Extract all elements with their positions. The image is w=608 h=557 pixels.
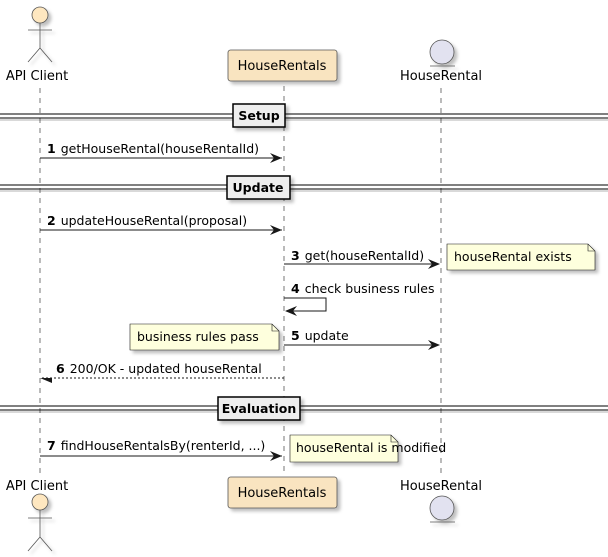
entity-houserental-bottom[interactable]: HouseRental: [400, 479, 482, 523]
note-houserental-exists: houseRental exists: [446, 243, 596, 271]
divider-setup: Setup: [0, 103, 608, 128]
participant-label: HouseRentals: [238, 59, 327, 74]
note-houserental-is-modified: houseRental is modified: [289, 434, 446, 463]
note-text: houseRental exists: [454, 249, 572, 264]
divider-title: Setup: [238, 108, 279, 123]
participant-label: HouseRentals: [238, 486, 327, 501]
divider-title: Evaluation: [222, 401, 297, 416]
arrowhead-icon: [270, 225, 282, 235]
participant-label: API Client: [6, 479, 68, 494]
entity-houserental-top[interactable]: HouseRental: [400, 39, 482, 84]
divider-evaluation: Evaluation: [0, 396, 608, 421]
note-text: houseRental is modified: [296, 440, 446, 455]
arrowhead-icon: [428, 340, 440, 350]
participant-houserentals-top[interactable]: HouseRentals: [227, 49, 338, 82]
entity-icon: [429, 495, 455, 523]
entity-icon: [429, 39, 455, 67]
participant-label: HouseRental: [400, 69, 482, 84]
arrowhead-icon: [270, 153, 282, 163]
arrowhead-icon: [270, 451, 282, 461]
participant-houserentals-bottom[interactable]: HouseRentals: [227, 476, 338, 509]
actor-icon: [27, 6, 53, 63]
participant-box: [227, 476, 338, 509]
participant-box: [227, 49, 338, 82]
actor-api-client-top[interactable]: API Client: [6, 6, 68, 84]
note-business-rules-pass: business rules pass: [129, 323, 280, 351]
actor-icon: [27, 493, 53, 552]
divider-update: Update: [0, 175, 608, 200]
arrowhead-icon: [428, 259, 440, 269]
participant-label: HouseRental: [400, 479, 482, 494]
participant-label: API Client: [6, 69, 68, 84]
note-text: business rules pass: [137, 329, 259, 344]
arrowhead-icon: [40, 378, 52, 383]
arrowhead-icon: [285, 306, 297, 316]
divider-title: Update: [233, 180, 284, 195]
actor-api-client-bottom[interactable]: API Client: [6, 479, 68, 552]
